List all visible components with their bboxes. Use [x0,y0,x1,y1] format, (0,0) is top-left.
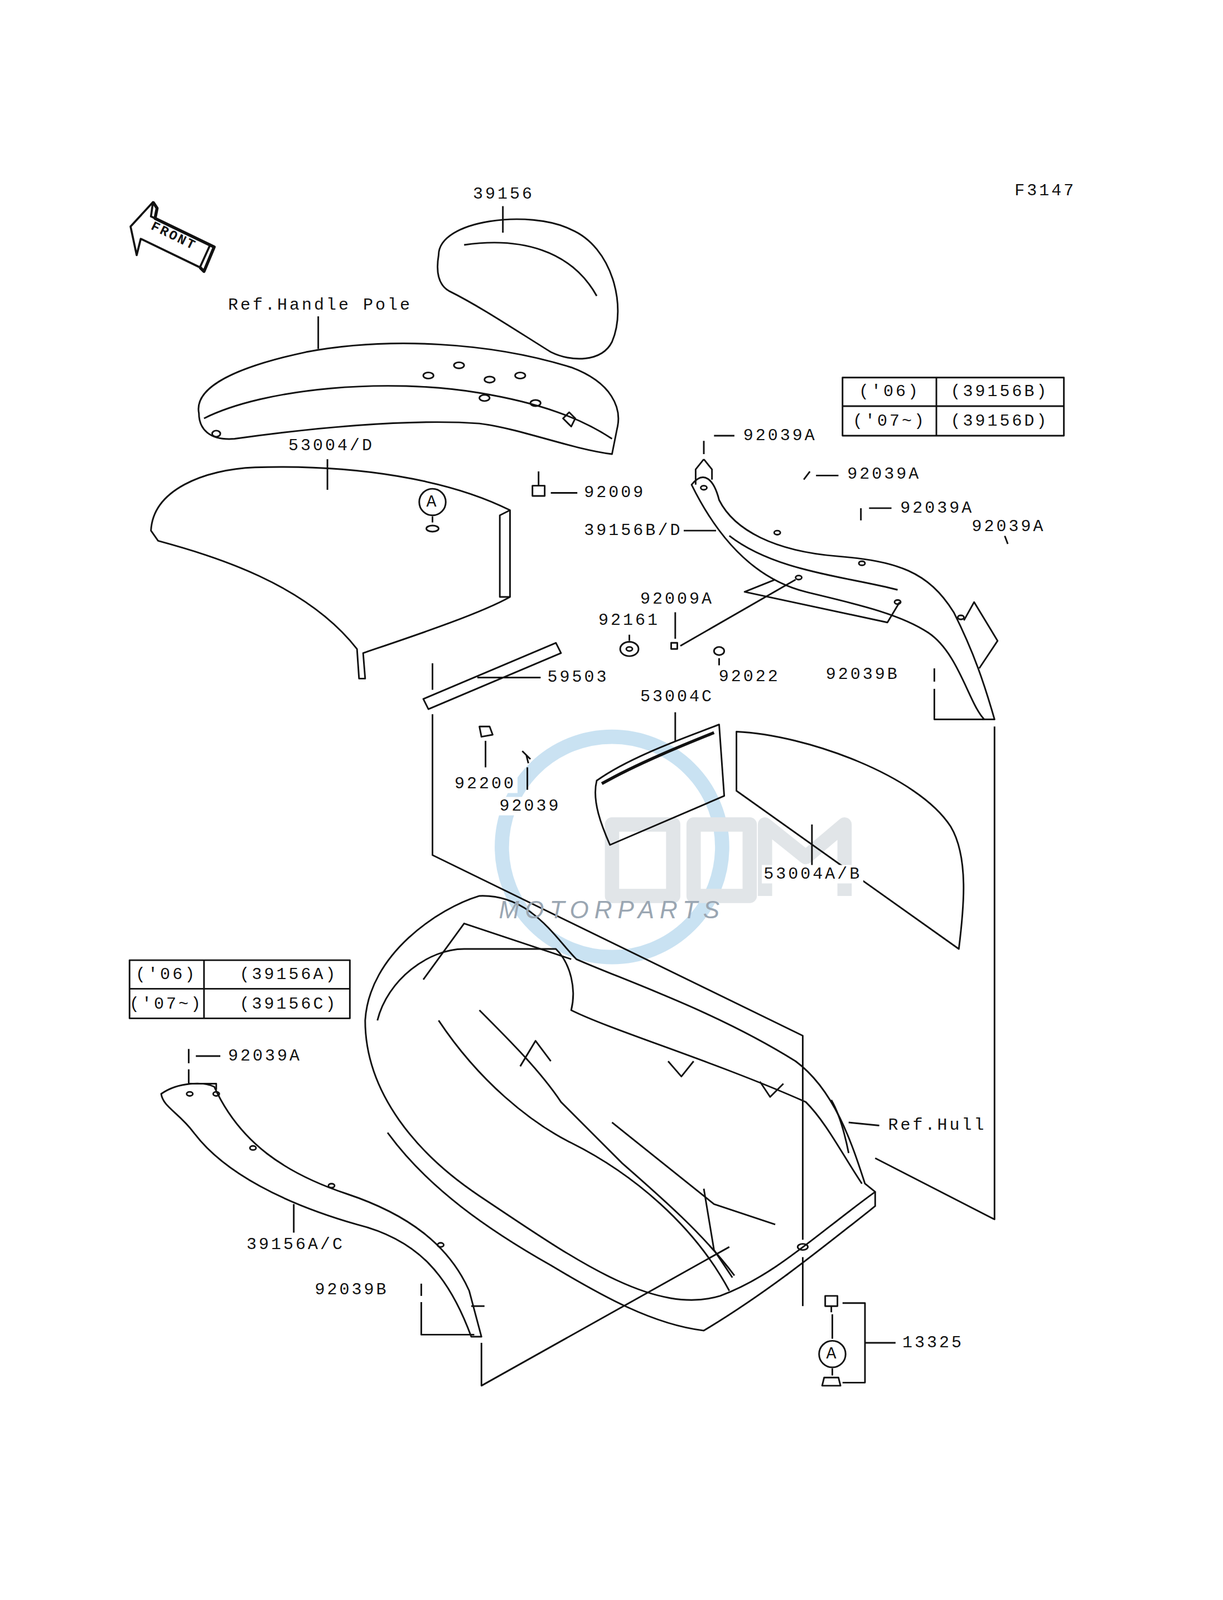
table-cell: ('06) [857,382,922,401]
callout-number: 53004/D [286,436,376,456]
callout-number: 39156 [471,184,536,203]
front-arrow [130,201,215,272]
table-cell: (39156C) [238,994,340,1013]
callout-number: 92039A [845,465,923,484]
callout-number: 92200 [452,774,518,793]
part-name: Ref.Hull [886,1115,988,1135]
callout-number: 92039A [226,1046,304,1066]
part-name: Ref.Handle Pole [226,295,414,314]
hull [365,895,876,1331]
watermark-logo [501,736,845,957]
callout-number: 59503 [545,668,611,687]
callout-number: 92022 [717,666,782,686]
table-cell: (39156B) [948,382,1051,401]
reference-letter: A [824,1344,840,1363]
callout-number: 92039A [741,426,819,445]
callout-number: 53004A/B [761,864,864,884]
callout-number: 13325 [900,1332,966,1352]
callout-number: 92039A [969,516,1047,536]
table-cell: (39156D) [948,412,1051,431]
callout-number: 92039A [898,498,976,517]
callout-number: F3147 [1012,181,1078,201]
table-grid [129,377,1064,1019]
table-cell: ('06) [133,964,199,984]
callout-number: 92039 [498,796,563,815]
table-cell: ('07~) [127,994,205,1013]
reference-letter: A [424,492,441,511]
callout-number: 39156A/C [244,1235,347,1254]
callout-number: 92161 [596,611,662,630]
callout-number: 53004C [638,687,716,707]
table-cell: ('07~) [851,412,928,431]
callout-number: 92009 [582,483,647,502]
callout-number: 92009A [638,589,716,608]
callout-number: 39156B/D [582,521,684,540]
table-cell: (39156A) [238,964,340,984]
watermark: MOTORPARTS [497,896,728,923]
callout-number: 92039B [313,1279,391,1299]
callout-number: 92039B [824,664,902,684]
